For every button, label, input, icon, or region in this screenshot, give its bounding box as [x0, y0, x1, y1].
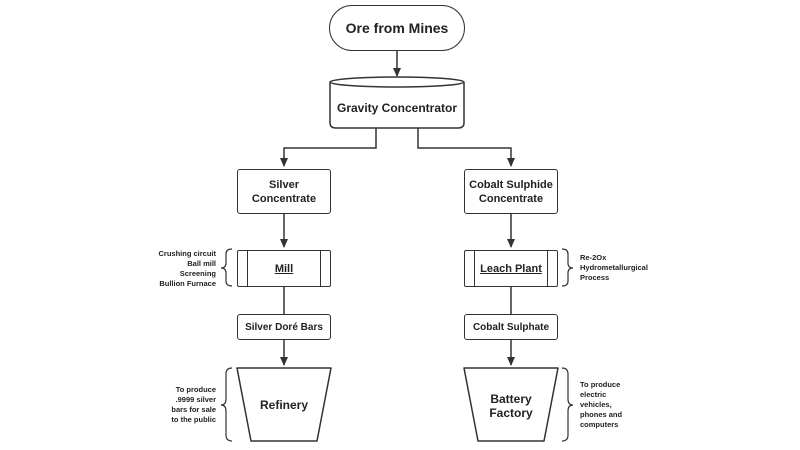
node-mill-label: Mill — [274, 262, 294, 275]
node-silver-dore-bars: Silver Doré Bars — [237, 314, 331, 340]
note-mill-line: Crushing circuit — [158, 249, 216, 258]
leach-right-bar — [547, 251, 557, 286]
brace-refinery-notes — [220, 367, 233, 442]
refinery-shape — [236, 367, 332, 442]
note-refinery: To produce .9999 silver bars for sale to… — [130, 385, 216, 425]
note-mill-line: Screening — [179, 269, 216, 278]
brace-mill-notes — [220, 248, 233, 287]
note-refinery-line: .9999 silver — [175, 395, 216, 404]
note-mill-line: Ball mill — [187, 259, 216, 268]
node-gravity-concentrator: Gravity Concentrator — [330, 90, 464, 126]
node-silver-concentrate-line1: Silver — [269, 178, 299, 191]
node-cobalt-concentrate-line1: Cobalt Sulphide — [469, 178, 553, 191]
note-leach: Re-2Ox Hydrometallurgical Process — [580, 253, 690, 283]
node-ore-from-mines: Ore from Mines — [329, 5, 465, 51]
note-leach-line: Process — [580, 273, 610, 282]
battery-factory-shape — [463, 367, 559, 442]
note-refinery-line: bars for sale — [171, 405, 216, 414]
note-battery: To produce electric vehicles, phones and… — [580, 380, 680, 430]
note-battery-line: To produce — [580, 380, 621, 389]
node-ore-from-mines-label: Ore from Mines — [345, 20, 449, 36]
edge-gravity-to-silver-concentrate — [280, 128, 377, 167]
note-leach-line: Re-2Ox — [580, 253, 607, 262]
note-mill: Crushing circuit Ball mill Screening Bul… — [120, 249, 216, 289]
node-battery-factory-line1: Battery — [490, 392, 532, 406]
node-cobalt-concentrate-line2: Concentrate — [478, 192, 544, 205]
note-battery-line: phones and — [580, 410, 623, 419]
node-silver-concentrate-line2: Concentrate — [251, 192, 317, 205]
node-gravity-concentrator-label: Gravity Concentrator — [336, 101, 458, 115]
node-cobalt-sulphate: Cobalt Sulphate — [464, 314, 558, 340]
note-leach-line: Hydrometallurgical — [580, 263, 648, 272]
note-refinery-line: to the public — [171, 415, 216, 424]
brace-battery-notes — [561, 367, 574, 442]
leach-left-bar — [465, 251, 475, 286]
node-leach-plant: Leach Plant — [464, 250, 558, 287]
node-leach-plant-label: Leach Plant — [480, 262, 542, 275]
node-battery-factory: Battery Factory — [472, 388, 550, 424]
node-refinery: Refinery — [245, 390, 323, 420]
node-refinery-label: Refinery — [259, 398, 309, 412]
node-cobalt-sulphate-label: Cobalt Sulphate — [472, 321, 550, 333]
gravity-concentrator-shape — [329, 76, 465, 129]
note-battery-line: vehicles, — [580, 400, 612, 409]
brace-leach-notes — [561, 248, 574, 287]
mill-left-bar — [238, 251, 248, 286]
mill-right-bar — [320, 251, 330, 286]
note-mill-line: Bullion Furnace — [159, 279, 216, 288]
node-cobalt-sulphide-concentrate: Cobalt Sulphide Concentrate — [464, 169, 558, 214]
edge-gravity-to-cobalt-concentrate — [417, 128, 515, 167]
node-silver-concentrate: Silver Concentrate — [237, 169, 331, 214]
node-silver-dore-bars-label: Silver Doré Bars — [245, 321, 323, 333]
node-battery-factory-line2: Factory — [489, 406, 533, 420]
note-refinery-line: To produce — [175, 385, 216, 394]
node-mill: Mill — [237, 250, 331, 287]
note-battery-line: electric — [580, 390, 607, 399]
note-battery-line: computers — [580, 420, 619, 429]
